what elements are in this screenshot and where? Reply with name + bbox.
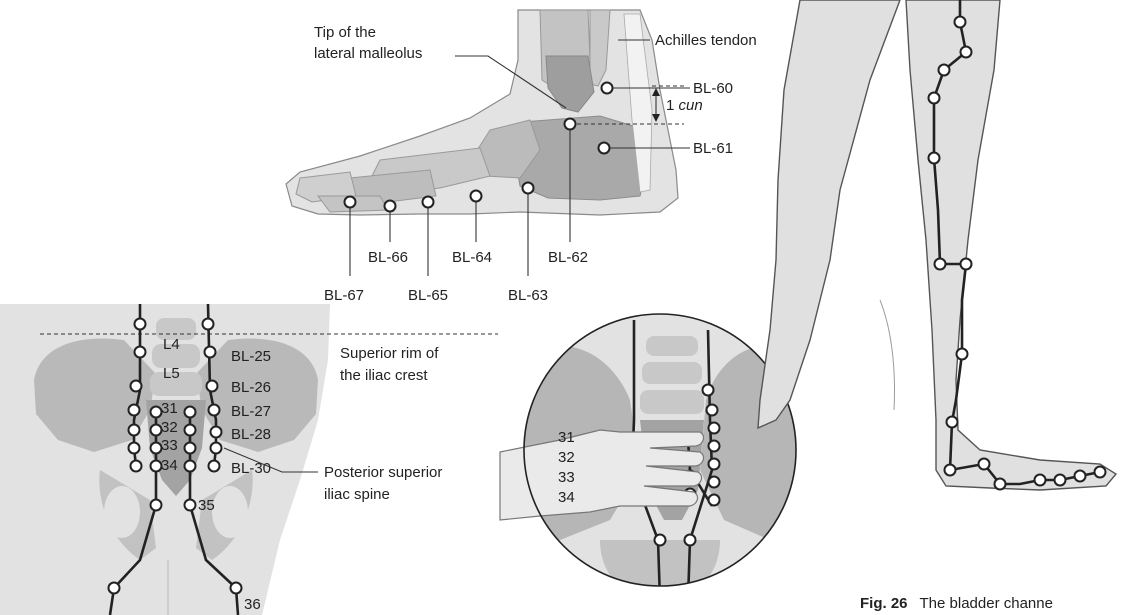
label-s32: 32 — [161, 419, 178, 436]
point-leg-6 — [935, 259, 946, 270]
hand-label-31: 31 — [558, 429, 575, 446]
point-bl29 — [211, 443, 222, 454]
label-bl66: BL-66 — [368, 249, 408, 266]
label-bl30: BL-30 — [231, 460, 271, 477]
point-bl66 — [385, 201, 396, 212]
leg-illustration — [758, 0, 1116, 490]
hand-inset — [500, 314, 800, 604]
point-bl35-left — [151, 500, 162, 511]
cun-label: 1 cun — [666, 97, 703, 114]
point-bl25 — [205, 347, 216, 358]
point-leg-7 — [961, 259, 972, 270]
point-bl30 — [209, 461, 220, 472]
point-bl27 — [209, 405, 220, 416]
point-bl61 — [599, 143, 610, 154]
point-left-l5 — [131, 381, 142, 392]
point-leg-3 — [939, 65, 950, 76]
point-leg-8 — [957, 349, 968, 360]
point-bl64 — [471, 191, 482, 202]
point-bl67 — [345, 197, 356, 208]
iliac-crest-label-line1: Superior rim of — [340, 345, 439, 362]
point-leg-11 — [979, 459, 990, 470]
label-bl64: BL-64 — [452, 249, 492, 266]
label-bl27: BL-27 — [231, 403, 271, 420]
malleolus-label-line2: lateral malleolus — [314, 45, 422, 62]
point-leg-12 — [995, 479, 1006, 490]
point-bl36-left — [109, 583, 120, 594]
hand-label-34: 34 — [558, 489, 575, 506]
point-leg-2 — [961, 47, 972, 58]
point-left-s1 — [129, 405, 140, 416]
label-l4: L4 — [163, 336, 180, 353]
point-left-l4 — [135, 347, 146, 358]
point-leg-14 — [1055, 475, 1066, 486]
label-bl28: BL-28 — [231, 426, 271, 443]
label-36: 36 — [244, 596, 261, 613]
point-bl34-right — [185, 461, 196, 472]
hand-label-32: 32 — [558, 449, 575, 466]
point-bl31-left — [151, 407, 162, 418]
point-right-top — [203, 319, 214, 330]
point-bl35-right — [185, 500, 196, 511]
point-bl28 — [211, 427, 222, 438]
achilles-label: Achilles tendon — [655, 32, 757, 49]
point-leg-13 — [1035, 475, 1046, 486]
point-bl62 — [565, 119, 576, 130]
label-l5: L5 — [163, 365, 180, 382]
label-bl62: BL-62 — [548, 249, 588, 266]
label-s31: 31 — [161, 400, 178, 417]
label-35: 35 — [198, 497, 215, 514]
point-bl36-right — [231, 583, 242, 594]
point-bl26 — [207, 381, 218, 392]
point-bl63 — [523, 183, 534, 194]
label-bl61: BL-61 — [693, 140, 733, 157]
point-leg-4 — [929, 93, 940, 104]
psis-label-line2: iliac spine — [324, 486, 390, 503]
point-leg-5 — [929, 153, 940, 164]
point-bl33-right — [185, 443, 196, 454]
label-bl63: BL-63 — [508, 287, 548, 304]
label-bl67: BL-67 — [324, 287, 364, 304]
label-s34: 34 — [161, 457, 178, 474]
point-left-s4 — [131, 461, 142, 472]
point-leg-10 — [945, 465, 956, 476]
point-left-s3 — [129, 443, 140, 454]
point-leg-16 — [1095, 467, 1106, 478]
point-bl65 — [423, 197, 434, 208]
hand-label-33: 33 — [558, 469, 575, 486]
point-leg-15 — [1075, 471, 1086, 482]
label-bl60: BL-60 — [693, 80, 733, 97]
label-s33: 33 — [161, 437, 178, 454]
label-bl25: BL-25 — [231, 348, 271, 365]
point-left-s2 — [129, 425, 140, 436]
point-bl33-left — [151, 443, 162, 454]
label-bl65: BL-65 — [408, 287, 448, 304]
point-bl34-left — [151, 461, 162, 472]
point-leg-1 — [955, 17, 966, 28]
label-bl26: BL-26 — [231, 379, 271, 396]
point-bl32-right — [185, 425, 196, 436]
malleolus-label-line1: Tip of the — [314, 24, 376, 41]
point-bl32-left — [151, 425, 162, 436]
point-left-top — [135, 319, 146, 330]
point-bl31-right — [185, 407, 196, 418]
point-bl60 — [602, 83, 613, 94]
point-leg-9 — [947, 417, 958, 428]
psis-label-line1: Posterior superior — [324, 464, 442, 481]
iliac-crest-label-line2: the iliac crest — [340, 367, 428, 384]
